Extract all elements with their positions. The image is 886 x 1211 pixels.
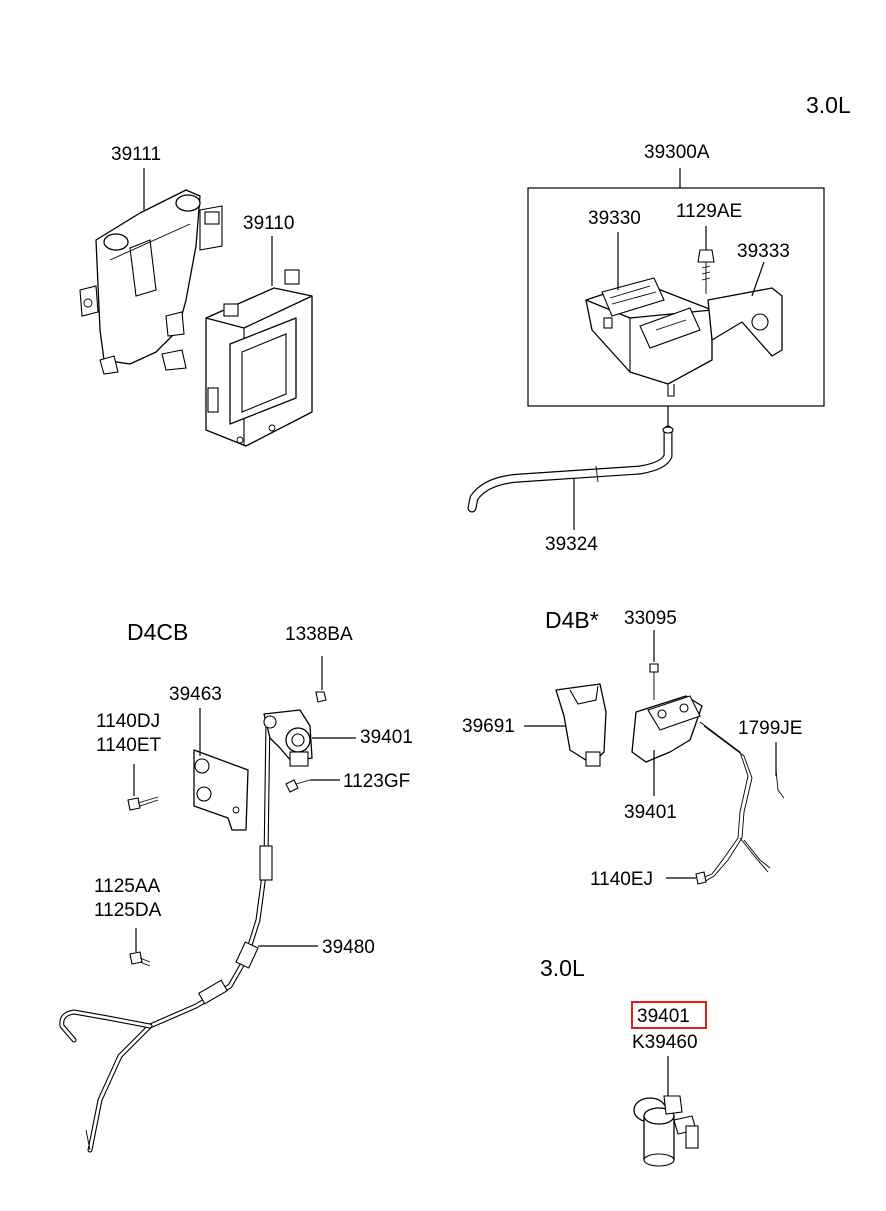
bolt-1129ae-drawing: [697, 249, 715, 294]
part-label-39401-d4cb: 39401: [360, 727, 413, 748]
sensor-bracket-drawing: [707, 287, 783, 357]
part-label-1338ba: 1338BA: [285, 624, 353, 645]
part-label-39333: 39333: [737, 241, 790, 262]
mount-plate-39463-drawing: [193, 749, 249, 831]
nut-1338ba-drawing: [315, 691, 327, 703]
part-label-39300a: 39300A: [644, 142, 710, 163]
part-label-33095: 33095: [624, 608, 677, 629]
bolt-1140dj-drawing: [127, 796, 159, 811]
part-label-39463: 39463: [169, 684, 222, 705]
part-label-39480: 39480: [322, 937, 375, 958]
part-label-39401-3-0l[interactable]: 39401: [637, 1006, 690, 1027]
section-title-d4cb: D4CB: [127, 619, 188, 645]
section-title-3-0l-bottom: 3.0L: [540, 955, 585, 981]
part-label-1140ej: 1140EJ: [590, 869, 653, 890]
ecu-module-drawing: [205, 269, 313, 447]
assembly-box-39300a: [527, 187, 825, 407]
part-label-1140dj: 1140DJ: [96, 711, 160, 732]
part-label-1125aa: 1125AA: [94, 876, 161, 897]
part-label-39111: 39111: [111, 144, 161, 165]
leader-39333: [751, 261, 765, 297]
bolt-1123gf-drawing: [285, 779, 311, 793]
part-label-39691: 39691: [462, 716, 515, 737]
bracket-39691-drawing: [555, 683, 607, 767]
wire-harness-d4b-drawing: [695, 721, 785, 885]
bolt-1125aa-drawing: [129, 951, 151, 967]
section-title-d4b: D4B*: [545, 607, 599, 633]
ecu-bracket-drawing: [79, 189, 223, 375]
part-label-1123gf: 1123GF: [343, 771, 410, 792]
part-label-1799je: 1799JE: [738, 718, 802, 739]
part-label-1125da: 1125DA: [94, 900, 162, 921]
part-label-1140et: 1140ET: [96, 735, 162, 756]
part-label-1129ae: 1129AE: [676, 201, 742, 222]
part-label-39110: 39110: [243, 213, 294, 234]
part-label-k39460: K39460: [632, 1032, 698, 1053]
map-sensor-drawing: [585, 277, 713, 397]
part-label-39330: 39330: [588, 208, 641, 229]
solenoid-valve-d4b-drawing: [631, 695, 703, 763]
solenoid-valve-3-0l-drawing: [633, 1095, 699, 1167]
section-title-3-0l-top: 3.0L: [806, 92, 851, 118]
vacuum-hose-39324-drawing: [467, 425, 674, 513]
highlight-box-39401: [631, 1001, 707, 1029]
bolt-33095-drawing: [649, 663, 659, 700]
solenoid-valve-d4cb-drawing: [263, 709, 313, 767]
part-label-39401-d4b: 39401: [624, 802, 677, 823]
wire-harness-39480-drawing: [59, 713, 273, 1153]
part-label-39324: 39324: [545, 534, 598, 555]
